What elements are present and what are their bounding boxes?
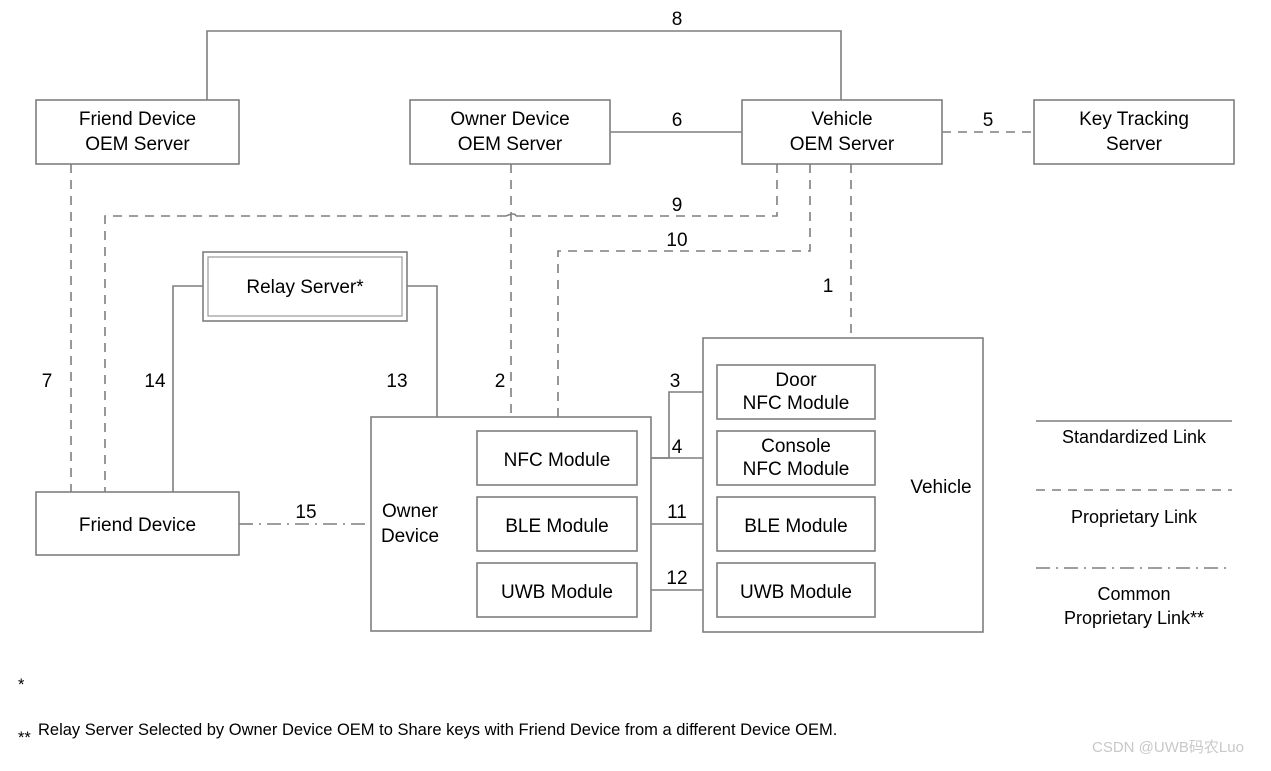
vehicle-door-nfc-label-line1: Door — [775, 370, 817, 391]
link-10-path — [557, 164, 811, 417]
owner-device-label-line2: Device — [381, 526, 439, 547]
vehicle-ble-label: BLE Module — [744, 516, 848, 537]
node-owner-ble-module[interactable]: BLE Module — [476, 496, 638, 552]
link-9-path — [516, 164, 778, 217]
node-relay-server[interactable]: Relay Server* — [202, 251, 408, 322]
footnote-1-marker: * — [18, 676, 25, 695]
link-label-11: 11 — [667, 502, 687, 523]
link-label-8: 8 — [672, 9, 683, 30]
legend-common-proprietary-label-line1: Common — [1097, 584, 1170, 604]
owner-oem-label-line1: Owner Device — [450, 109, 569, 130]
footnote-1: * Relay Server Selected by Owner Device … — [18, 652, 838, 771]
node-key-tracking-server[interactable]: Key Tracking Server — [1033, 99, 1235, 165]
footnote-1-line-1: Relay Server Selected by Owner Device OE… — [38, 720, 838, 739]
vehicle-uwb-label: UWB Module — [740, 582, 852, 603]
link-13-path — [407, 285, 438, 417]
vehicle-oem-label-line1: Vehicle — [811, 109, 872, 130]
vehicle-oem-label-line2: OEM Server — [790, 134, 895, 155]
link-label-10: 10 — [666, 230, 687, 251]
owner-oem-label-line2: OEM Server — [458, 134, 563, 155]
key-tracking-label-line2: Server — [1106, 134, 1163, 155]
friend-oem-label-line1: Friend Device — [79, 109, 196, 130]
owner-uwb-label: UWB Module — [501, 582, 613, 603]
vehicle-door-nfc-label-line2: NFC Module — [743, 393, 850, 414]
link-9-hop-icon — [505, 213, 517, 217]
legend-proprietary-label: Proprietary Link — [1071, 507, 1198, 527]
link-label-15: 15 — [295, 502, 316, 523]
legend-common-proprietary-label-line2: Proprietary Link** — [1064, 608, 1204, 628]
footnote-2-marker: ** — [18, 729, 31, 748]
link-label-1: 1 — [823, 276, 834, 297]
link-label-6: 6 — [672, 110, 683, 131]
vehicle-console-nfc-label-line2: NFC Module — [743, 459, 850, 480]
legend: Standardized Link Proprietary Link Commo… — [1036, 420, 1232, 628]
vehicle-label: Vehicle — [910, 477, 971, 498]
owner-ble-label: BLE Module — [505, 516, 609, 537]
link-label-4: 4 — [672, 437, 683, 458]
node-friend-device[interactable]: Friend Device — [35, 491, 240, 556]
link-9-path-left — [104, 215, 506, 492]
friend-oem-label-line2: OEM Server — [85, 134, 190, 155]
node-vehicle-ble-module[interactable]: BLE Module — [716, 496, 876, 552]
owner-device-label-line1: Owner — [382, 501, 439, 522]
node-vehicle-oem-server[interactable]: Vehicle OEM Server — [741, 99, 943, 165]
node-vehicle-door-nfc-module[interactable]: Door NFC Module — [716, 364, 876, 420]
node-owner-nfc-module[interactable]: NFC Module — [476, 430, 638, 486]
node-owner-uwb-module[interactable]: UWB Module — [476, 562, 638, 618]
link-label-2: 2 — [495, 371, 506, 392]
relay-server-label: Relay Server* — [246, 277, 364, 298]
link-label-5: 5 — [983, 110, 994, 131]
link-label-9: 9 — [672, 195, 683, 216]
csdn-watermark: CSDN @UWB码农Luo — [1092, 739, 1244, 756]
node-vehicle-uwb-module[interactable]: UWB Module — [716, 562, 876, 618]
legend-standardized-label: Standardized Link — [1062, 427, 1207, 447]
footnote-2: ** Common Proprietary link is a link tha… — [18, 705, 743, 771]
vehicle-console-nfc-label-line1: Console — [761, 436, 831, 457]
node-owner-device-oem-server[interactable]: Owner Device OEM Server — [409, 99, 611, 165]
link-label-13: 13 — [386, 371, 407, 392]
friend-device-label: Friend Device — [79, 515, 196, 536]
link-label-7: 7 — [42, 371, 53, 392]
link-14-path — [172, 285, 203, 492]
node-friend-device-oem-server[interactable]: Friend Device OEM Server — [35, 99, 240, 165]
link-label-12: 12 — [666, 568, 687, 589]
owner-nfc-label: NFC Module — [504, 450, 611, 471]
key-tracking-label-line1: Key Tracking — [1079, 109, 1189, 130]
link-label-3: 3 — [670, 371, 681, 392]
link-label-14: 14 — [144, 371, 166, 392]
link-8-path — [206, 30, 842, 100]
node-vehicle-console-nfc-module[interactable]: Console NFC Module — [716, 430, 876, 486]
